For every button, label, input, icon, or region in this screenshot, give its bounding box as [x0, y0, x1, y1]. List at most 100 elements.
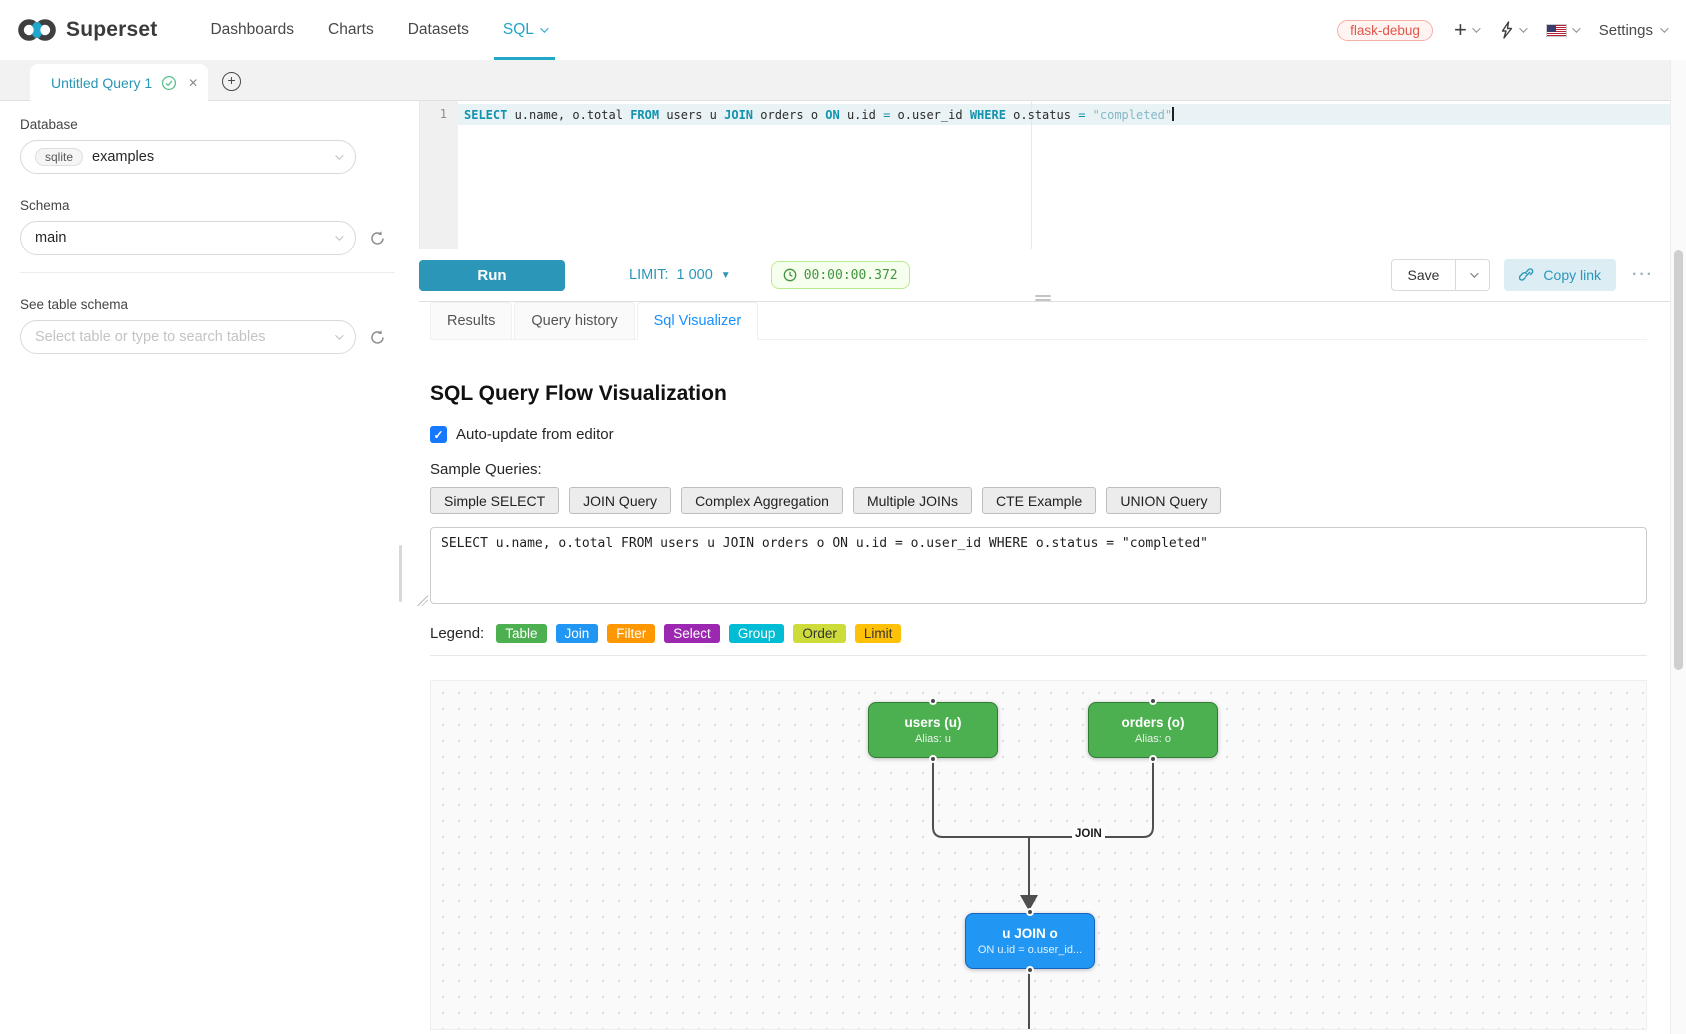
sql-token: ON	[825, 108, 840, 122]
flow-node-orders[interactable]: orders (o)Alias: o	[1088, 697, 1218, 763]
tab-results[interactable]: Results	[430, 302, 513, 340]
db-engine-tag: sqlite	[35, 148, 84, 166]
table-select[interactable]: Select table or type to search tables	[20, 320, 356, 354]
refresh-tables-button[interactable]	[369, 329, 386, 346]
sql-token: JOIN	[724, 108, 754, 122]
flow-node-users[interactable]: users (u) Alias: u	[868, 697, 998, 763]
active-line-highlight	[458, 104, 1670, 125]
schema-value: main	[35, 230, 67, 246]
pane-resize-handle[interactable]	[1035, 295, 1051, 303]
section-divider	[430, 655, 1647, 656]
sample-query-button[interactable]: JOIN Query	[569, 487, 672, 514]
connection-handle[interactable]	[1149, 755, 1157, 763]
auto-update-row: Auto-update from editor	[430, 426, 1647, 443]
query-timer-badge: 00:00:00.372	[770, 261, 910, 289]
flow-edges	[932, 758, 1154, 1029]
table-schema-label: See table schema	[20, 297, 129, 312]
tab-sql-visualizer[interactable]: Sql Visualizer	[636, 302, 759, 340]
query-tab[interactable]: Untitled Query 1 ✕	[30, 64, 208, 101]
settings-menu[interactable]: Settings	[1599, 22, 1669, 39]
new-query-tab-button[interactable]: +	[222, 72, 241, 91]
connection-handle[interactable]	[1026, 908, 1034, 916]
connection-handle[interactable]	[1026, 966, 1034, 974]
table-select-placeholder: Select table or type to search tables	[35, 329, 266, 345]
sql-editor[interactable]: 1 SELECT u.name, o.total FROM users u JO…	[419, 101, 1670, 249]
us-flag-icon	[1545, 23, 1567, 37]
refresh-schema-button[interactable]	[369, 230, 386, 247]
flow-canvas[interactable]: JOIN users (u) Alias: u orders (o)Alias: o…	[430, 680, 1647, 1030]
page-scrollbar-thumb[interactable]	[1674, 250, 1683, 670]
query-search-menu[interactable]	[1499, 21, 1528, 39]
chevron-down-icon	[335, 232, 344, 241]
sample-query-button[interactable]: CTE Example	[981, 487, 1097, 514]
query-text-input[interactable]: SELECT u.name, o.total FROM users u JOIN…	[430, 527, 1647, 604]
nav-item-dashboards[interactable]: Dashboards	[193, 0, 311, 60]
language-picker[interactable]	[1545, 23, 1581, 37]
auto-update-checkbox[interactable]	[430, 426, 447, 443]
tab-query-history[interactable]: Query history	[514, 302, 635, 340]
save-button[interactable]: Save	[1390, 259, 1457, 291]
sql-code-line[interactable]: SELECT u.name, o.total FROM users u JOIN…	[464, 107, 1175, 122]
nav-item-label: Datasets	[407, 21, 469, 38]
copy-link-button[interactable]: Copy link	[1504, 259, 1617, 291]
plus-icon: +	[1453, 17, 1467, 42]
chevron-down-icon	[1571, 24, 1581, 33]
nav-item-datasets[interactable]: Datasets	[391, 0, 486, 60]
editor-gutter: 1	[420, 101, 458, 249]
sample-query-button[interactable]: Simple SELECT	[430, 487, 560, 514]
connection-handle[interactable]	[929, 755, 937, 763]
nav-item-charts[interactable]: Charts	[311, 0, 391, 60]
database-select[interactable]: sqlite examples	[20, 140, 356, 174]
nav-item-label: Dashboards	[210, 21, 295, 38]
sql-token: users u	[659, 108, 725, 122]
sql-token: o.user_id	[890, 108, 970, 122]
sample-query-button[interactable]: Multiple JOINs	[852, 487, 972, 514]
node-subtitle: Alias: o	[1134, 733, 1172, 745]
connection-handle[interactable]	[929, 697, 937, 705]
run-button[interactable]: Run	[419, 259, 565, 291]
limit-dropdown[interactable]: LIMIT: 1 000 ▼	[629, 267, 731, 283]
nav-items: Dashboards Charts Datasets SQL	[193, 0, 562, 60]
superset-logo[interactable]: Superset	[16, 16, 157, 44]
more-options-icon[interactable]: ···	[1632, 266, 1654, 283]
database-value: examples	[92, 149, 155, 165]
sql-token: orders o	[753, 108, 826, 122]
lightning-icon	[1499, 21, 1514, 39]
new-item-menu[interactable]: +	[1453, 17, 1481, 42]
legend-badge-filter: Filter	[607, 624, 656, 643]
line-number: 1	[439, 107, 447, 121]
close-icon[interactable]: ✕	[188, 75, 199, 90]
schema-label: Schema	[20, 198, 70, 213]
nav-item-sql[interactable]: SQL	[486, 0, 563, 60]
sample-query-button[interactable]: Complex Aggregation	[681, 487, 843, 514]
legend-badge-order: Order	[793, 624, 846, 643]
sql-token: "completed"	[1092, 108, 1173, 122]
node-title: users (u)	[904, 715, 962, 730]
timer-value: 00:00:00.372	[803, 267, 898, 283]
schema-select[interactable]: main	[20, 221, 356, 255]
print-margin-line	[1031, 101, 1032, 249]
chevron-down-icon	[1470, 269, 1479, 278]
save-options-button[interactable]	[1456, 259, 1491, 291]
pane-scrollbar-thumb[interactable]	[399, 545, 402, 602]
connection-handle[interactable]	[1149, 697, 1157, 705]
sql-token: u.id	[839, 108, 884, 122]
node-title: u JOIN o	[1002, 926, 1058, 941]
sample-queries-label: Sample Queries:	[430, 461, 542, 478]
auto-update-label: Auto-update from editor	[456, 426, 614, 443]
sidebar-divider	[20, 272, 395, 273]
sql-token: =	[1078, 108, 1086, 122]
nav-item-label: Charts	[328, 21, 374, 38]
legend-badge-group: Group	[728, 624, 785, 643]
page-scrollbar	[1670, 60, 1686, 1034]
chevron-down-icon	[1660, 24, 1669, 33]
node-subtitle: Alias: u	[914, 733, 952, 745]
sample-query-button[interactable]: UNION Query	[1106, 487, 1222, 514]
sample-query-buttons: Simple SELECT JOIN Query Complex Aggregati…	[430, 487, 1647, 514]
join-edge-label: JOIN	[1072, 828, 1105, 840]
chevron-down-icon	[335, 331, 344, 340]
